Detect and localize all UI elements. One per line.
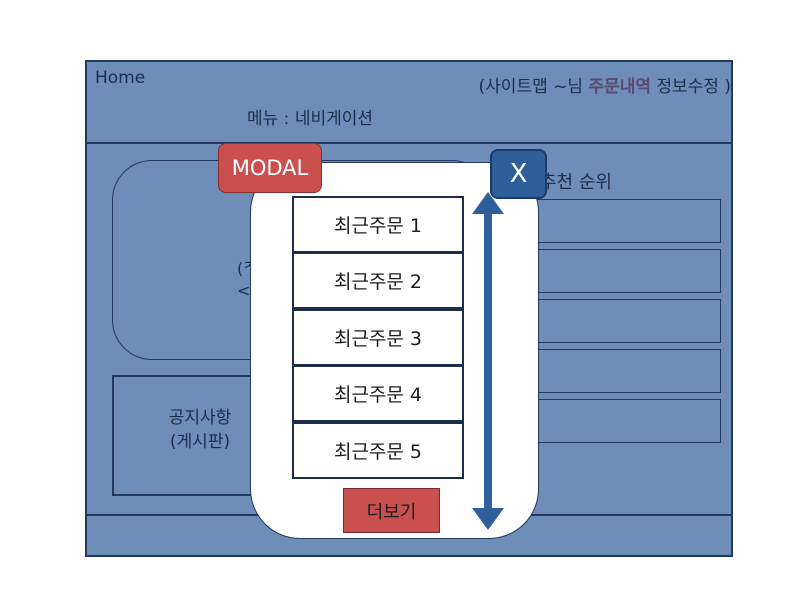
ranking-slot-2[interactable] [531, 249, 721, 293]
ranking-slot-1[interactable] [531, 199, 721, 243]
ranking-slot-4[interactable] [531, 349, 721, 393]
scroll-arrow-icon[interactable] [470, 192, 506, 532]
close-button[interactable]: X [490, 149, 547, 199]
header-divider [87, 142, 731, 144]
order-item[interactable]: 최근주문 2 [292, 252, 464, 309]
notice-subtitle: (게시판) [169, 432, 231, 452]
navigation-menu[interactable]: 메뉴 : 네비게이션 [247, 109, 374, 129]
more-button[interactable]: 더보기 [343, 488, 440, 533]
home-link[interactable]: Home [95, 68, 146, 88]
sitemap-prefix[interactable]: (사이트맵 ~님 [478, 77, 584, 97]
order-item[interactable]: 최근주문 5 [292, 422, 464, 479]
ranking-slot-3[interactable] [531, 299, 721, 343]
modal-label: MODAL [218, 143, 322, 193]
ranking-title: 추천 순위 [540, 172, 612, 193]
notice-title: 공지사항 [168, 408, 232, 428]
edit-profile-link[interactable]: 정보수정 ) [656, 77, 731, 97]
order-history-link[interactable]: 주문내역 [588, 77, 651, 97]
order-item[interactable]: 최근주문 3 [292, 309, 464, 366]
order-item[interactable]: 최근주문 1 [292, 196, 464, 253]
ranking-slot-5[interactable] [531, 399, 721, 443]
sitemap-nav: (사이트맵 ~님 주문내역 정보수정 ) [479, 72, 731, 97]
notice-text: 공지사항 (게시판) [140, 406, 260, 454]
order-item[interactable]: 최근주문 4 [292, 365, 464, 422]
banner-line-2: < [237, 281, 251, 300]
